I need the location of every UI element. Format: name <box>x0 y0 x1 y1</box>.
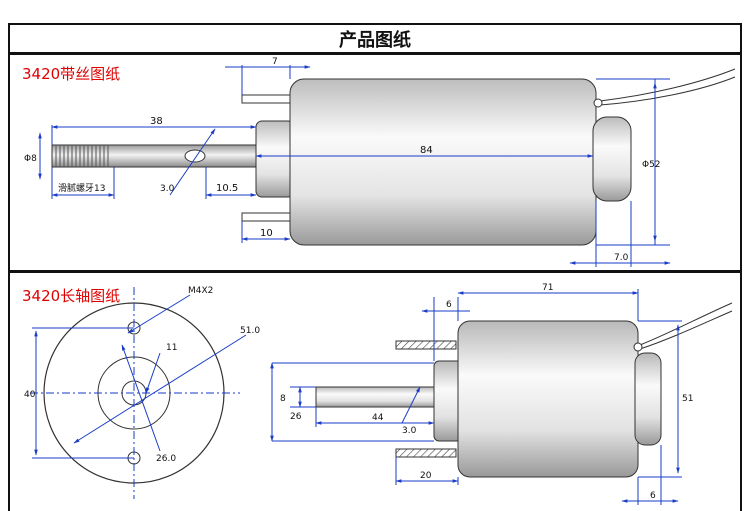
dim-10-5: 10.5 <box>216 183 238 194</box>
dim-6-bottom: 6 <box>650 491 656 501</box>
terminal <box>241 212 293 222</box>
dim-thread: 滑腻螺牙13 <box>58 183 105 194</box>
dim-20: 20 <box>420 471 432 481</box>
dim-51-0: 51.0 <box>240 326 260 336</box>
terminal <box>241 94 293 104</box>
dim-84: 84 <box>420 145 433 156</box>
thread-section <box>55 145 109 167</box>
lead-wire <box>599 68 736 102</box>
dim-26: 26 <box>290 412 302 422</box>
dim-3-0: 3.0 <box>402 426 417 436</box>
rear-cap <box>634 352 662 446</box>
dim-40: 40 <box>24 390 36 400</box>
drawing-title: 3420长轴图纸 <box>22 287 121 305</box>
dim-phi52: Φ52 <box>642 160 661 170</box>
dim-8: 8 <box>280 394 286 404</box>
threaded-shaft-drawing: 7 38 84 Φ8 滑腻螺牙13 3.0 10.5 10 Φ52 7.0 <box>24 57 736 267</box>
page-title: 产品图纸 <box>339 29 411 51</box>
dim-10: 10 <box>260 228 273 239</box>
terminal <box>395 340 457 350</box>
pin-hole <box>184 149 206 163</box>
dim-7-0: 7.0 <box>614 253 629 263</box>
drawing-panel-long-shaft: 3420长轴图纸 <box>8 271 742 511</box>
motor-body <box>457 320 639 478</box>
dim-38: 38 <box>150 116 163 127</box>
dim-51: 51 <box>682 394 693 404</box>
dim-26-0: 26.0 <box>156 454 176 464</box>
shaft <box>315 386 435 408</box>
dim-7: 7 <box>272 57 278 67</box>
dim-m4x2: M4X2 <box>188 286 213 296</box>
dim-11: 11 <box>166 343 177 353</box>
drawing-title: 3420带丝图纸 <box>22 65 121 83</box>
front-boss <box>255 120 295 198</box>
lead-wire <box>639 302 733 346</box>
dim-6-top: 6 <box>446 300 452 310</box>
dim-71: 71 <box>542 283 553 293</box>
dim-3-0: 3.0 <box>160 184 175 194</box>
terminal <box>395 448 457 458</box>
dim-phi8: Φ8 <box>24 154 37 164</box>
dim-44: 44 <box>372 413 384 423</box>
lead-wire <box>639 310 733 350</box>
motor-body <box>289 78 597 246</box>
page-header: 产品图纸 <box>8 23 742 54</box>
drawing-panel-threaded: 3420带丝图纸 <box>8 53 742 272</box>
shaft <box>51 144 257 168</box>
lead-wire <box>599 76 736 106</box>
long-shaft-drawing: M4X2 51.0 11 40 26.0 <box>24 283 733 505</box>
rear-cap <box>592 116 632 202</box>
